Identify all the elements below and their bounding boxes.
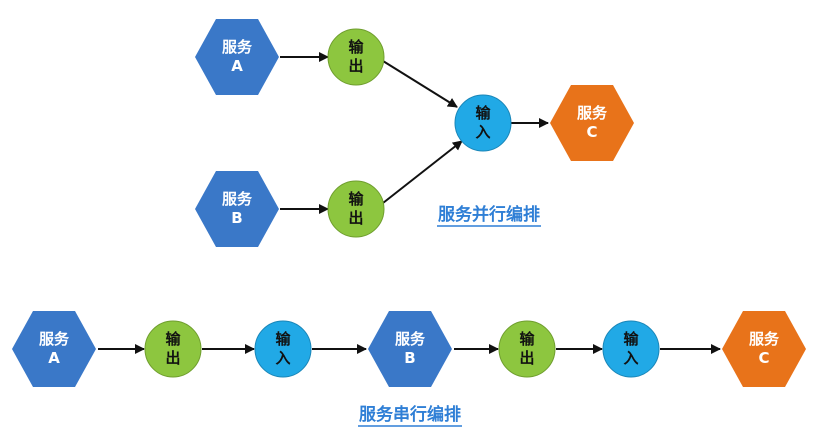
serial-service-b-label: 服务 [395, 330, 426, 348]
serial-section: 服务 A 输 出 输 入 服务 B 输 出 输 [12, 311, 806, 427]
serial-input-2-char-1: 输 [623, 330, 639, 348]
parallel-caption: 服务并行编排 [438, 204, 540, 225]
serial-output-node-1: 输 出 [144, 320, 202, 378]
serial-input-1-char-1: 输 [275, 330, 291, 348]
arrow-output-1-to-input [382, 60, 458, 108]
serial-output-1-char-1: 输 [165, 330, 181, 348]
output-2-char-2: 出 [348, 209, 363, 227]
arrow-output-2-to-input [382, 140, 463, 204]
serial-input-node-2: 输 入 [602, 320, 660, 378]
service-c-label: 服务 [577, 104, 608, 122]
service-b-node: 服务 B [195, 171, 279, 247]
serial-service-c-label: 服务 [749, 330, 780, 348]
output-1-char-2: 出 [348, 57, 363, 75]
output-1-char-1: 输 [348, 38, 364, 56]
output-node-1: 输 出 [327, 28, 385, 86]
serial-service-b-node: 服务 B [368, 311, 452, 387]
serial-service-c-node: 服务 C [722, 311, 806, 387]
serial-service-a-node: 服务 A [12, 311, 96, 387]
input-char-1: 输 [475, 104, 491, 122]
serial-service-b-letter: B [404, 349, 415, 367]
serial-input-1-char-2: 入 [275, 349, 290, 367]
output-node-2: 输 出 [327, 180, 385, 238]
serial-input-node-1: 输 入 [254, 320, 312, 378]
serial-service-a-label: 服务 [39, 330, 70, 348]
service-a-label: 服务 [222, 38, 253, 56]
service-a-node: 服务 A [195, 19, 279, 95]
service-c-letter: C [586, 123, 597, 141]
service-b-letter: B [231, 209, 242, 227]
parallel-section: 服务 A 服务 B 输 出 输 出 输 入 服务 [195, 19, 634, 247]
output-2-char-1: 输 [348, 190, 364, 208]
service-a-letter: A [231, 57, 243, 75]
input-node: 输 入 [454, 94, 512, 152]
serial-output-2-char-1: 输 [519, 330, 535, 348]
service-c-node: 服务 C [550, 85, 634, 161]
input-char-2: 入 [475, 123, 490, 141]
serial-input-2-char-2: 入 [623, 349, 638, 367]
service-b-label: 服务 [222, 190, 253, 208]
serial-output-2-char-2: 出 [519, 349, 534, 367]
serial-output-node-2: 输 出 [498, 320, 556, 378]
serial-caption: 服务串行编排 [359, 404, 461, 425]
serial-output-1-char-2: 出 [165, 349, 180, 367]
serial-service-c-letter: C [758, 349, 769, 367]
serial-service-a-letter: A [48, 349, 60, 367]
